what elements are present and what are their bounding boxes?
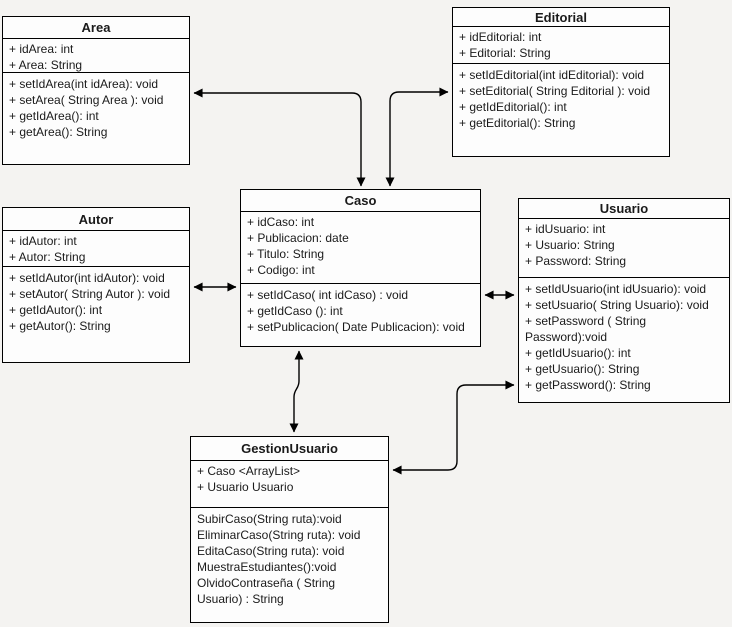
class-editorial-methods: + setIdEditorial(int idEditorial): void … [453,64,669,156]
method-line: + getIdCaso (): int [247,304,343,318]
class-usuario: Usuario + idUsuario: int + Usuario: Stri… [518,198,730,403]
attribute-line: + idCaso: int [247,215,315,229]
attribute-line: + Autor: String [9,250,86,264]
class-editorial-attributes: + idEditorial: int + Editorial: String [453,27,669,64]
method-line: + getUsuario(): String [525,362,640,376]
class-area-methods: + setIdArea(int idArea): void + setArea(… [3,73,189,164]
method-line: + getIdEditorial(): int [459,100,567,114]
class-autor: Autor + idAutor: int + Autor: String + s… [2,207,190,363]
attribute-line: + Codigo: int [247,263,315,277]
method-line: + setIdArea(int idArea): void [9,77,159,91]
method-line: + getArea(): String [9,125,108,139]
method-line: + setPassword ( String Password):void [525,314,647,344]
method-line: + setEditorial( String Editorial ): void [459,84,651,98]
method-line: + setArea( String Area ): void [9,93,164,107]
method-line: + getAutor(): String [9,319,111,333]
attribute-line: + Password: String [525,254,627,268]
class-caso: Caso + idCaso: int + Publicacion: date +… [240,189,481,347]
class-area-title: Area [3,17,189,39]
attribute-line: + idUsuario: int [525,222,606,236]
connector-caso-gestionusuario [289,350,304,433]
method-line: EliminarCaso(String ruta): void [197,528,361,542]
class-gestionusuario-title: GestionUsuario [191,437,388,461]
attribute-line: + Titulo: String [247,247,325,261]
class-autor-title: Autor [3,208,189,231]
class-gestionusuario: GestionUsuario + Caso <ArrayList> + Usua… [190,436,389,623]
class-gestionusuario-attributes: + Caso <ArrayList> + Usuario Usuario [191,461,388,508]
method-line: SubirCaso(String ruta):void [197,512,342,526]
attribute-line: + idArea: int [9,42,74,56]
class-editorial: Editorial + idEditorial: int + Editorial… [452,7,670,157]
class-usuario-title: Usuario [519,199,729,219]
attribute-line: + Caso <ArrayList> [197,464,301,478]
connector-usuario-gestionusuario [392,380,515,475]
class-autor-methods: + setIdAutor(int idAutor): void + setAut… [3,267,189,362]
class-caso-methods: + setIdCaso( int idCaso) : void + getIdC… [241,284,480,346]
class-caso-title: Caso [241,190,480,212]
attribute-line: + Editorial: String [459,46,551,60]
connector-editorial-caso [385,87,449,187]
connector-area-caso [193,88,366,187]
class-area-attributes: + idArea: int + Area: String [3,39,189,73]
method-line: + getIdArea(): int [9,109,99,123]
class-autor-attributes: + idAutor: int + Autor: String [3,231,189,267]
class-gestionusuario-methods: SubirCaso(String ruta):void EliminarCaso… [191,508,388,622]
method-line: + setUsuario( String Usuario): void [525,298,709,312]
method-line: + setIdAutor(int idAutor): void [9,271,165,285]
method-line: + getEditorial(): String [459,116,576,130]
attribute-line: + Usuario: String [525,238,615,252]
class-editorial-title: Editorial [453,8,669,27]
class-area: Area + idArea: int + Area: String + setI… [2,16,190,165]
method-line: EditaCaso(String ruta): void [197,544,345,558]
class-caso-attributes: + idCaso: int + Publicacion: date + Titu… [241,212,480,284]
attribute-line: + idAutor: int [9,234,77,248]
method-line: OlvidoContraseña ( String Usuario) : Str… [197,576,336,606]
method-line: + getIdUsuario(): int [525,346,631,360]
method-line: + setIdEditorial(int idEditorial): void [459,68,645,82]
method-line: + getPassword(): String [525,378,651,392]
attribute-line: + Usuario Usuario [197,480,294,494]
method-line: + getIdAutor(): int [9,303,103,317]
method-line: MuestraEstudiantes():void [197,560,337,574]
method-line: + setPublicacion( Date Publicacion): voi… [247,320,465,334]
method-line: + setIdUsuario(int idUsuario): void [525,282,707,296]
method-line: + setIdCaso( int idCaso) : void [247,288,409,302]
attribute-line: + Publicacion: date [247,231,349,245]
method-line: + setAutor( String Autor ): void [9,287,171,301]
attribute-line: + Area: String [9,58,83,72]
attribute-line: + idEditorial: int [459,30,542,44]
class-usuario-attributes: + idUsuario: int + Usuario: String + Pas… [519,219,729,278]
class-usuario-methods: + setIdUsuario(int idUsuario): void + se… [519,278,729,402]
